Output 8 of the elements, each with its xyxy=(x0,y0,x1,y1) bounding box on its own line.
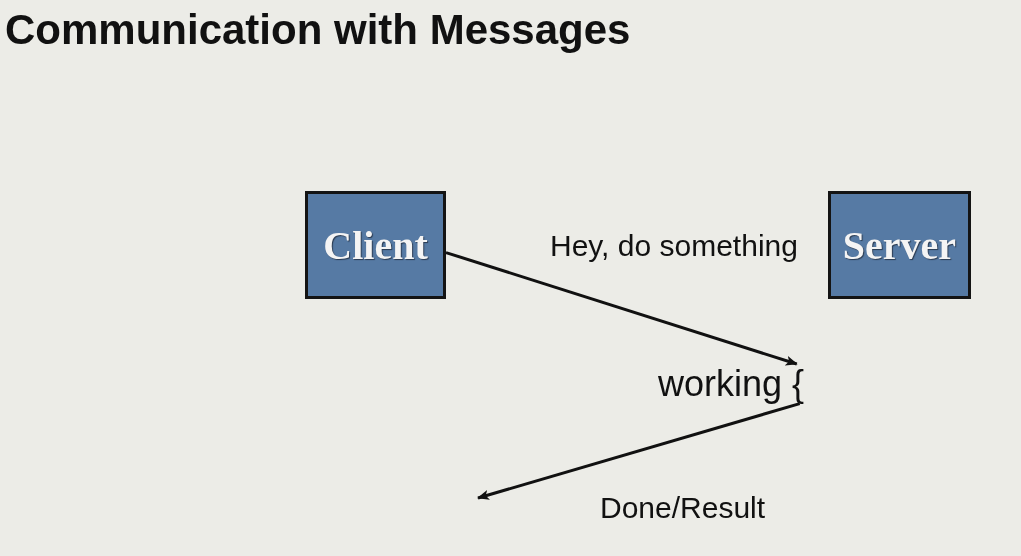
entity-box: Server xyxy=(828,191,971,299)
edge-label: Hey, do something xyxy=(550,229,798,262)
title: Communication with Messages xyxy=(5,7,631,54)
arrow xyxy=(477,402,801,500)
edge-label: Done/Result xyxy=(600,491,766,524)
entity-box: Client xyxy=(305,191,446,299)
arrow xyxy=(445,251,798,366)
status-text: working { xyxy=(658,364,805,404)
